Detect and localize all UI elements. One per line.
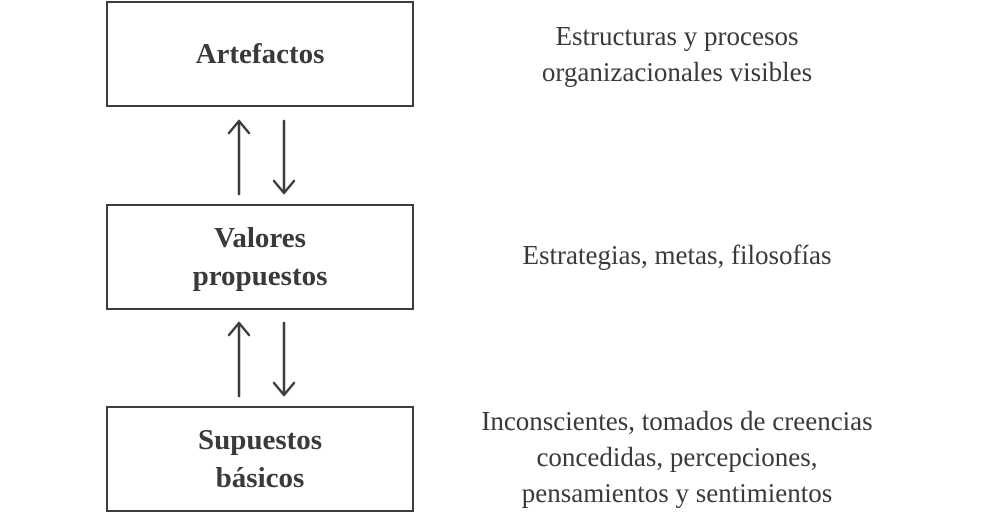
level-title: Artefactos [195,38,325,70]
level-description: Inconscientes, tomados de creencias conc… [481,406,873,508]
arrow-down-icon [272,119,296,195]
level-description: Estructuras y procesos organizacionales … [541,21,813,87]
level-box-valores-propuestos: Valores propuestos [106,204,414,310]
arrow-down-icon [272,321,296,397]
level-box-artefactos: Artefactos [106,1,414,107]
level-title: Valores propuestos [192,222,328,292]
level-title: Supuestos básicos [197,424,323,494]
arrow-up-icon [227,321,251,398]
level-box-supuestos-basicos: Supuestos básicos [106,406,414,512]
level-description: Estrategias, metas, filosofías [522,240,832,270]
arrow-up-icon [227,119,251,196]
